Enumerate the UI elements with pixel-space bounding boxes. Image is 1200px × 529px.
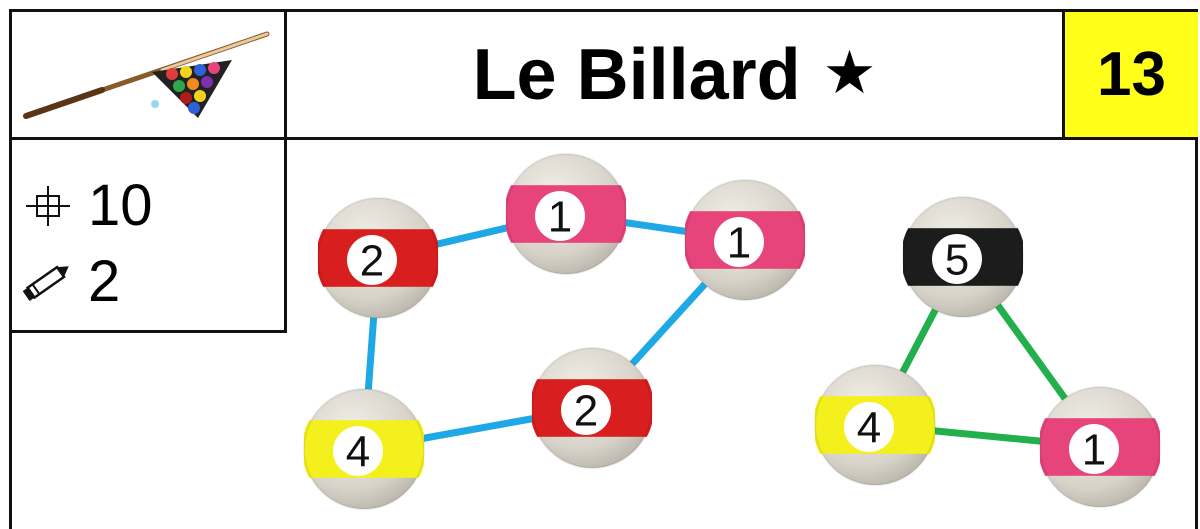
pencil-icon bbox=[22, 264, 69, 301]
ball-number: 2 bbox=[360, 237, 384, 286]
target-value: 10 bbox=[88, 173, 153, 238]
ball-number: 1 bbox=[548, 193, 572, 242]
logo-divider bbox=[284, 9, 287, 140]
pencil-stat: 2 bbox=[20, 248, 120, 315]
billiard-ball-b1a: 1 bbox=[505, 153, 627, 275]
link-line-b2b-b4a bbox=[419, 415, 537, 442]
puzzle-number-badge: 13 bbox=[1065, 12, 1198, 137]
ball-number: 2 bbox=[574, 387, 598, 436]
billiard-ball-b4b: 4 bbox=[814, 364, 936, 486]
link-line-b4b-b1c bbox=[931, 427, 1044, 445]
billiard-ball-b1c: 1 bbox=[1039, 386, 1161, 508]
ball-number: 1 bbox=[727, 219, 751, 268]
target-stat: 10 bbox=[20, 172, 153, 239]
title-text: Le Billard bbox=[472, 34, 801, 115]
stats-bottom-divider bbox=[9, 330, 287, 333]
ball-number: 4 bbox=[857, 404, 881, 453]
balls-layer: 2 1 1 4 2 5 4 1 bbox=[303, 153, 1161, 510]
links-layer bbox=[364, 219, 1069, 445]
billiard-ball-b1b: 1 bbox=[684, 179, 806, 301]
link-line-b4a-b2a bbox=[364, 314, 378, 393]
link-line-b1c-b5 bbox=[994, 302, 1069, 402]
ball-number: 1 bbox=[1082, 426, 1106, 475]
link-line-b2a-b1a bbox=[432, 224, 512, 248]
ball-number: 5 bbox=[945, 236, 969, 285]
puzzle-number: 13 bbox=[1097, 40, 1166, 109]
billiard-ball-b2b: 2 bbox=[531, 347, 653, 469]
stats-divider bbox=[284, 137, 287, 333]
billiard-ball-b4a: 4 bbox=[303, 388, 425, 510]
billiard-ball-b2a: 2 bbox=[317, 197, 439, 319]
page-title: Le Billard ★ bbox=[287, 12, 1062, 137]
link-line-b5-b4b bbox=[899, 306, 939, 376]
billiard-logo bbox=[12, 12, 284, 137]
pencil-value: 2 bbox=[88, 249, 121, 314]
billiard-ball-b5: 5 bbox=[902, 196, 1024, 318]
link-line-b1b-b2b bbox=[628, 280, 709, 368]
header-divider bbox=[9, 137, 1198, 140]
card-frame bbox=[9, 9, 1198, 529]
number-divider bbox=[1062, 9, 1065, 140]
link-line-b1a-b1b bbox=[621, 219, 690, 235]
star-icon: ★ bbox=[822, 38, 877, 106]
crosshair-icon bbox=[26, 185, 70, 226]
ball-number: 4 bbox=[346, 428, 370, 477]
